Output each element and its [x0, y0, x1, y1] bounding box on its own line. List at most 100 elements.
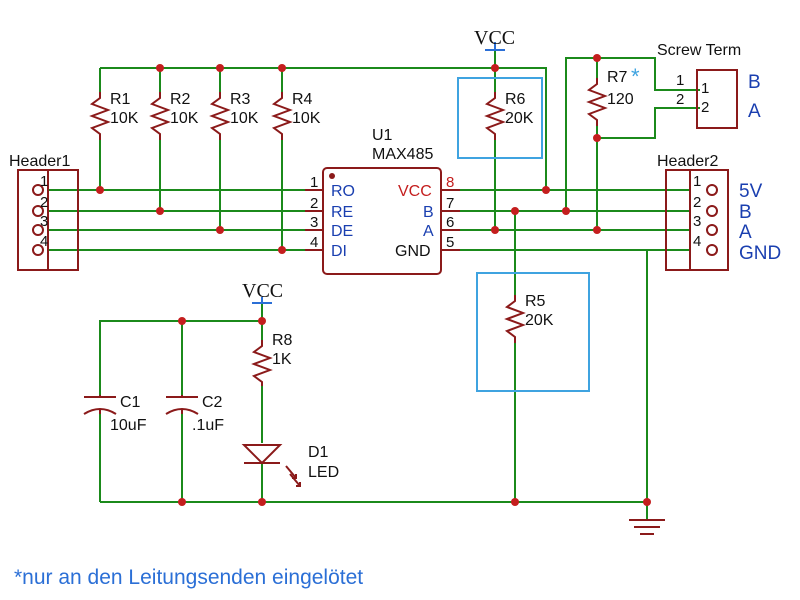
resistor-r7: R7 * 120	[586, 64, 640, 126]
junction-dot	[216, 64, 224, 72]
r7-b-loop-wire	[565, 57, 700, 211]
junction-dot	[258, 317, 266, 325]
u1-ref: U1	[372, 127, 393, 144]
screw-term-signal-b: B	[748, 72, 761, 93]
c2-ref: C2	[202, 394, 223, 411]
u1-pin-b: B	[423, 204, 434, 221]
junction-dot	[491, 64, 499, 72]
vcc-left-rail-wire	[99, 320, 262, 395]
r1-value: 10K	[110, 110, 139, 127]
ground-symbol	[629, 519, 665, 535]
r4-value: 10K	[292, 110, 321, 127]
junction-dot	[178, 498, 186, 506]
junction-dot	[593, 134, 601, 142]
header2-pin-4: 4	[693, 233, 701, 250]
top-rail-wire	[100, 67, 547, 190]
u1-pin-a: A	[423, 223, 434, 240]
screw-terminal: Screw Term 1 2 1 2 B A	[657, 42, 761, 129]
c1-value: 10uF	[110, 417, 147, 434]
header1-pin-4: 4	[40, 233, 48, 250]
junction-dot	[96, 186, 104, 194]
screw-term-outer-pin-2: 2	[676, 91, 684, 108]
header2-signal-a: A	[739, 222, 752, 243]
header2-signal-5v: 5V	[739, 181, 763, 202]
r2-value: 10K	[170, 110, 199, 127]
header2-pin-3: 3	[693, 213, 701, 230]
header1-pin-3: 3	[40, 213, 48, 230]
c1-ref: C1	[120, 394, 141, 411]
resistor-r3: R3 10K	[209, 91, 259, 140]
resistor-r2: R2 10K	[149, 91, 199, 140]
r1-ref: R1	[110, 91, 131, 108]
r7-marker: *	[631, 64, 640, 89]
vcc-left-label: VCC	[242, 280, 283, 302]
ic-u1: U1 MAX485 1 2 3 4 RO RE DE DI 8 7 6 5 VC…	[305, 127, 460, 275]
junction-dot	[511, 207, 519, 215]
junction-dot	[178, 317, 186, 325]
u1-pin-num-2: 2	[310, 195, 318, 212]
header2-pin-2: 2	[693, 194, 701, 211]
junction-dot	[562, 207, 570, 215]
u1-pin-num-4: 4	[310, 234, 318, 251]
led-d1: D1 LED	[241, 444, 339, 487]
junction-dot	[258, 498, 266, 506]
capacitor-c2: C2 .1uF	[165, 394, 224, 434]
junctions	[96, 54, 651, 506]
junction-dot	[156, 64, 164, 72]
junction-dot	[593, 226, 601, 234]
r5-value: 20K	[525, 312, 554, 329]
u1-pin-re: RE	[331, 204, 353, 221]
r2-ref: R2	[170, 91, 191, 108]
header2-name: Header2	[657, 153, 718, 170]
d1-ref: D1	[308, 444, 329, 461]
header2-signal-b: B	[739, 202, 752, 223]
screw-term-pin-2: 2	[701, 99, 709, 116]
u1-pin-vcc: VCC	[398, 183, 432, 200]
resistor-r5: R5 20K	[504, 293, 554, 343]
resistor-r6: R6 20K	[484, 91, 534, 140]
c2-value: .1uF	[192, 417, 224, 434]
header1-pin-1: 1	[40, 173, 48, 190]
junction-dot	[511, 498, 519, 506]
vcc-top-label: VCC	[474, 27, 515, 49]
footnote: *nur an den Leitungsenden eingelötet	[14, 566, 364, 589]
resistor-r4: R4 10K	[271, 91, 321, 140]
r7-value: 120	[607, 91, 634, 108]
junction-dot	[643, 498, 651, 506]
d1-value: LED	[308, 464, 339, 481]
r7-a-loop-wire	[596, 107, 700, 230]
header2: Header2 1 2 3 4 5V B A GND	[657, 153, 781, 271]
resistor-r1: R1 10K	[89, 91, 139, 140]
screw-term-outer-pin-1: 1	[676, 72, 684, 89]
r8-ref: R8	[272, 332, 293, 349]
r6-ref: R6	[505, 91, 526, 108]
u1-pin-num-5: 5	[446, 234, 454, 251]
junction-dot	[593, 54, 601, 62]
header2-signal-gnd: GND	[739, 243, 781, 264]
u1-pin-di: DI	[331, 243, 347, 260]
u1-pin-num-7: 7	[446, 195, 454, 212]
r5-ref: R5	[525, 293, 546, 310]
junction-dot	[216, 226, 224, 234]
r6-highlight-box	[457, 77, 543, 159]
u1-pin-de: DE	[331, 223, 353, 240]
resistor-r8: R8 1K	[251, 332, 293, 386]
r8-value: 1K	[272, 351, 292, 368]
header1-pin-2: 2	[40, 194, 48, 211]
u1-part: MAX485	[372, 146, 433, 163]
u1-pin-num-6: 6	[446, 214, 454, 231]
junction-dot	[278, 246, 286, 254]
r4-ref: R4	[292, 91, 313, 108]
r7-ref: R7	[607, 69, 628, 86]
u1-pin-num-3: 3	[310, 214, 318, 231]
u1-pin-num-1: 1	[310, 174, 318, 191]
u1-pin-gnd: GND	[395, 243, 431, 260]
r3-value: 10K	[230, 110, 259, 127]
r5-highlight-box	[476, 272, 590, 392]
header2-pin-1: 1	[693, 173, 701, 190]
wires	[48, 50, 700, 520]
capacitor-c1: C1 10uF	[83, 394, 147, 434]
screw-term-pin-1: 1	[701, 80, 709, 97]
junction-dot	[156, 207, 164, 215]
